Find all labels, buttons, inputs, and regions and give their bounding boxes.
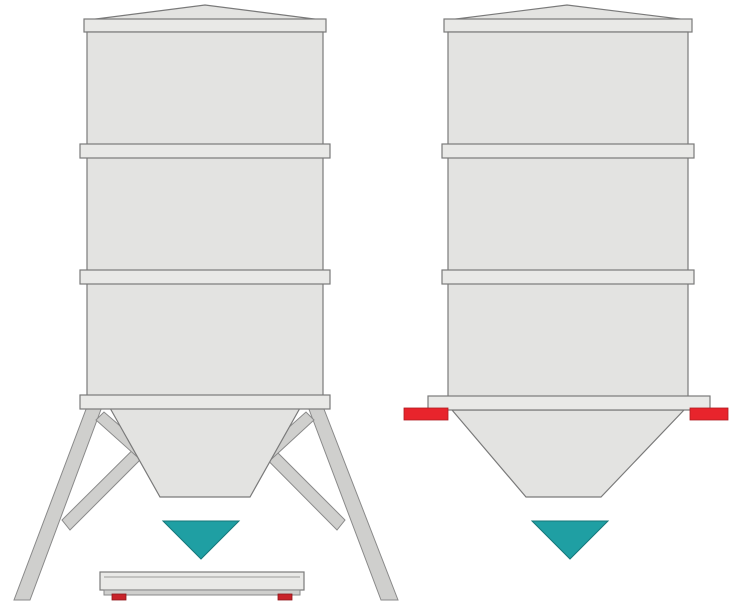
scale-platform — [99, 571, 305, 591]
right-roof — [447, 4, 689, 21]
left-roof — [87, 4, 323, 21]
right-flow-indicator — [530, 520, 610, 560]
right-load-cell-left — [403, 407, 449, 421]
scale-base — [103, 589, 301, 596]
left-hopper — [108, 407, 302, 498]
right-silo-body — [447, 31, 689, 399]
left-band-ring-1 — [79, 143, 331, 159]
right-silo — [403, 4, 729, 560]
scale-foot-right — [277, 593, 293, 601]
right-support-flange — [427, 395, 711, 411]
left-silo-body — [86, 31, 324, 397]
left-flow-indicator — [161, 520, 241, 560]
scale-foot-left — [111, 593, 127, 601]
left-roof-rim — [83, 18, 327, 33]
left-base-ring — [79, 394, 331, 410]
right-band-ring-2 — [441, 269, 695, 285]
left-band-ring-2 — [79, 269, 331, 285]
right-hopper — [450, 409, 686, 498]
right-roof-rim — [443, 18, 693, 33]
right-load-cell-right — [689, 407, 729, 421]
left-silo — [13, 4, 399, 601]
right-band-ring-1 — [441, 143, 695, 159]
left-floor-scale — [99, 571, 305, 601]
